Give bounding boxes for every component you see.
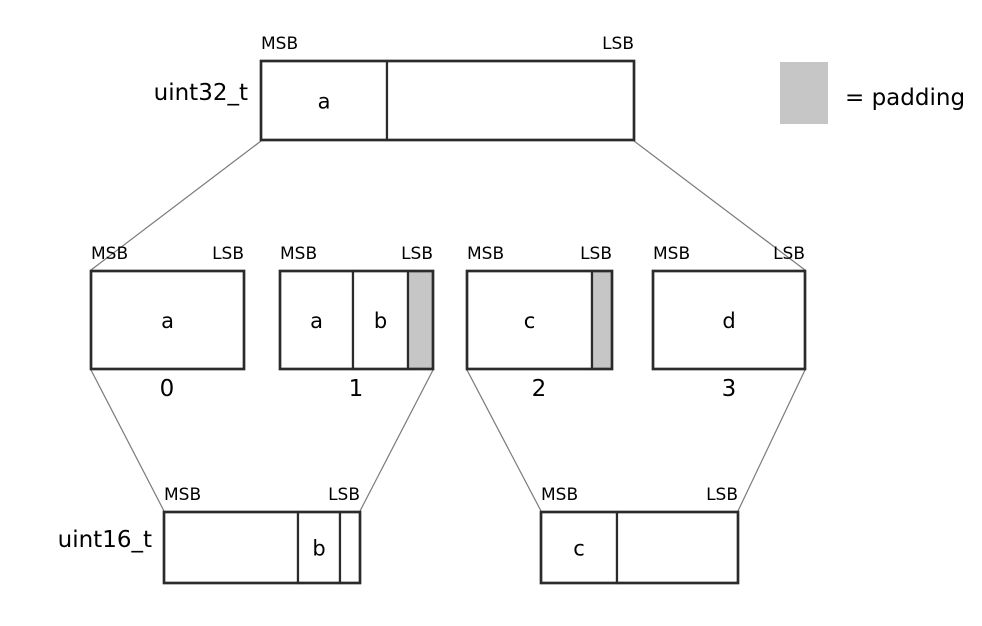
group-byte-3-index-label: 3 — [722, 376, 737, 402]
conn-byte0-to-u16left — [90, 369, 165, 512]
conn-byte2-to-u16right — [466, 369, 542, 512]
group-uint16-right-cell-0 — [539, 510, 619, 585]
group-uint32-cell-1 — [385, 59, 636, 142]
connector-layer — [90, 140, 806, 512]
group-byte-2-cell-0-label: c — [524, 309, 536, 333]
group-byte-3-outline — [651, 269, 807, 371]
row-uint32-type-label: uint32_t — [154, 80, 248, 106]
group-byte-2: c MSB LSB — [465, 244, 614, 371]
conn-u32-right-to-byte3 — [633, 140, 806, 271]
group-byte-0-lsb-label: LSB — [212, 244, 244, 264]
group-byte-0-outline — [89, 269, 246, 371]
group-byte-0-cell-0-label: a — [161, 309, 174, 333]
group-byte-1-lsb-label: LSB — [401, 244, 433, 264]
group-byte-3-lsb-label: LSB — [773, 244, 805, 264]
group-uint16-left-lsb-label: LSB — [328, 485, 360, 505]
group-uint16-left-msb-label: MSB — [164, 485, 201, 505]
label-layer: uint32_t 0 1 2 3 uint16_t — [58, 80, 737, 553]
legend-layer: = padding — [780, 62, 965, 124]
group-uint32-msb-label: MSB — [261, 34, 298, 54]
group-uint16-left-cell-0 — [162, 510, 300, 585]
group-uint16-left-outline — [162, 510, 362, 585]
conn-byte3-to-u16right — [737, 369, 806, 512]
group-byte-1: a b MSB LSB — [278, 244, 435, 371]
group-byte-2-cell-1-padding — [590, 269, 614, 371]
padding-swatch — [780, 62, 828, 124]
group-uint32: a MSB LSB — [259, 34, 636, 142]
group-uint16-right: c MSB LSB — [539, 485, 740, 585]
group-uint16-left-cell-1-label: b — [312, 537, 325, 561]
group-uint32-outline — [259, 59, 636, 142]
group-byte-1-cell-1 — [351, 269, 410, 371]
group-byte-0-index-label: 0 — [160, 376, 175, 402]
group-byte-0-cell-0 — [89, 269, 246, 371]
group-byte-3: d MSB LSB — [651, 244, 807, 371]
legend-label: = padding — [845, 85, 965, 111]
group-uint16-left-cell-2 — [338, 510, 362, 585]
group-byte-1-cell-2-padding — [406, 269, 435, 371]
group-uint16-right-lsb-label: LSB — [706, 485, 738, 505]
group-byte-0: a MSB LSB — [89, 244, 246, 371]
group-byte-2-outline — [465, 269, 614, 371]
group-byte-1-msb-label: MSB — [280, 244, 317, 264]
conn-u32-left-to-byte0 — [90, 140, 262, 271]
conn-byte1-to-u16left — [359, 369, 434, 512]
group-uint16-right-outline — [539, 510, 740, 585]
group-uint16-right-cell-1 — [615, 510, 740, 585]
row-uint16-type-label: uint16_t — [58, 527, 152, 553]
group-byte-2-index-label: 2 — [532, 376, 547, 402]
group-byte-0-msb-label: MSB — [91, 244, 128, 264]
group-uint16-right-cell-0-label: c — [573, 537, 585, 561]
group-byte-1-outline — [278, 269, 435, 371]
group-uint32-lsb-label: LSB — [602, 34, 634, 54]
group-uint16-left: b MSB LSB — [162, 485, 362, 585]
group-byte-1-index-label: 1 — [349, 376, 364, 402]
group-byte-3-msb-label: MSB — [653, 244, 690, 264]
group-byte-3-cell-0-label: d — [722, 309, 735, 333]
group-byte-2-lsb-label: LSB — [580, 244, 612, 264]
group-byte-2-msb-label: MSB — [467, 244, 504, 264]
group-byte-1-cell-1-label: b — [374, 309, 387, 333]
group-byte-1-cell-0-label: a — [310, 309, 323, 333]
group-uint16-right-msb-label: MSB — [541, 485, 578, 505]
group-uint32-cell-0-label: a — [318, 90, 331, 114]
